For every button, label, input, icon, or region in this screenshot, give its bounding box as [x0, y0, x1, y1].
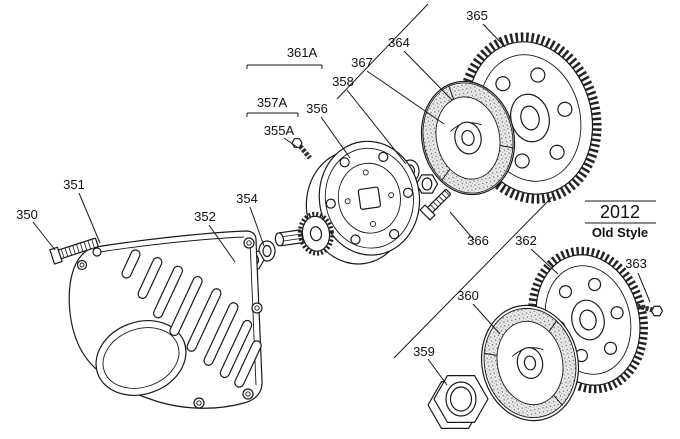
leader-366 [449, 211, 475, 241]
leader-364 [403, 50, 453, 101]
leader-359 [427, 358, 448, 386]
section-divider-lines [336, 3, 553, 359]
part-washer [258, 240, 276, 262]
note-year: 2012 [600, 202, 640, 222]
callout-354: 354 [236, 191, 258, 206]
callout-365: 365 [466, 8, 488, 23]
leader-350 [32, 221, 56, 251]
part-splined-hub [274, 211, 335, 256]
callout-364: 364 [388, 35, 410, 50]
callout-355A: 355A [264, 123, 295, 138]
callout-367: 367 [351, 55, 373, 70]
part-small-bolt [291, 138, 312, 160]
leader-358 [346, 89, 407, 165]
callout-359: 359 [413, 344, 435, 359]
callout-362: 362 [515, 233, 537, 248]
callout-357A: 357A [257, 95, 288, 110]
leader-362 [530, 248, 559, 275]
callout-363: 363 [625, 256, 647, 271]
callout-366: 366 [467, 233, 489, 248]
callout-352: 352 [194, 209, 216, 224]
leader-351 [78, 192, 101, 244]
callout-356: 356 [306, 101, 328, 116]
leader-360 [472, 303, 501, 335]
leader-365 [482, 23, 506, 48]
part-clutch-assembly [420, 80, 516, 196]
part-clutch-bolt [419, 188, 452, 221]
leader-356 [320, 116, 351, 159]
leader-355A [283, 137, 298, 148]
callout-358: 358 [332, 74, 354, 89]
part-cover-housing [68, 230, 263, 409]
callout-361A: 361A [287, 45, 318, 60]
part-clutch-old-style [480, 304, 580, 422]
leader-354 [249, 206, 265, 247]
leader-lines [32, 23, 651, 386]
part-flywheel-bolt [636, 303, 664, 317]
callout-360: 360 [457, 288, 479, 303]
part-flywheel-nut [427, 375, 489, 429]
callout-brackets [246, 64, 323, 117]
leader-367 [366, 70, 445, 125]
part-cover-bolt [49, 237, 99, 265]
callout-labels: 350 351 352 354 355A 356 357A 358 361A 3… [16, 8, 647, 359]
callout-350: 350 [16, 207, 38, 222]
leader-352 [208, 224, 236, 263]
old-style-note: 2012 Old Style [585, 200, 656, 240]
callout-351: 351 [63, 177, 85, 192]
leader-363 [637, 272, 651, 303]
note-style-label: Old Style [592, 225, 648, 240]
